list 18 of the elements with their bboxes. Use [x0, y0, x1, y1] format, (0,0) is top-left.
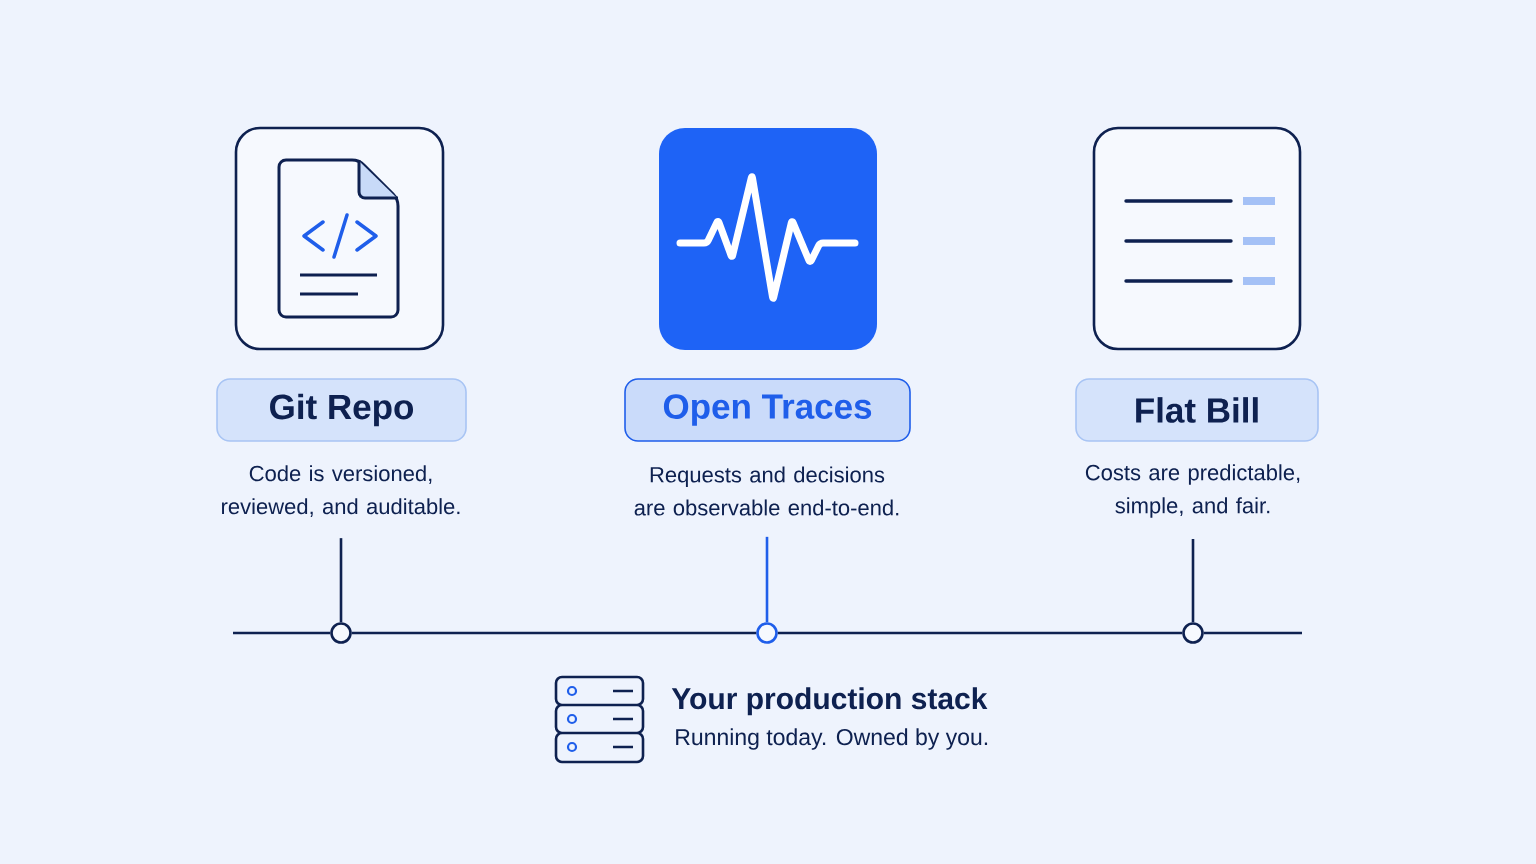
description-text: Code is versioned, reviewed, and auditable.: [222, 465, 460, 517]
connector-line: [1191, 539, 1195, 623]
connector-line: [339, 538, 343, 623]
timeline-line: [233, 631, 331, 635]
description-text: Costs are predictable, simple, and fair.: [1085, 464, 1300, 518]
description-text: Requests and decisions are observable end-to-end.: [634, 466, 899, 516]
label-pill: Open Traces: [624, 378, 911, 442]
stack-subtitle: Running today. Owned by you.: [676, 728, 988, 750]
label-pill: Git Repo: [216, 378, 467, 442]
label-pill: Flat Bill: [1075, 378, 1319, 442]
timeline-dot: [1182, 622, 1204, 644]
connector-line: [765, 536, 769, 623]
timeline-line: [351, 631, 757, 635]
timeline-dot: [756, 622, 778, 644]
timeline-line: [1203, 631, 1302, 635]
timeline-line: [777, 631, 1183, 635]
timeline-dot: [330, 622, 352, 644]
stack-title: Your production stack: [671, 687, 988, 716]
